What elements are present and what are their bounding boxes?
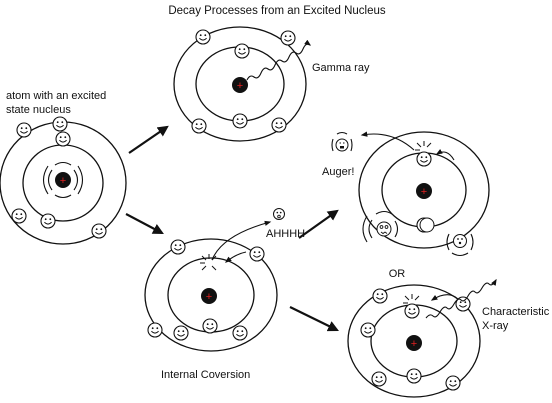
atom-internal-conversion: + <box>144 208 285 352</box>
excited-atom-label-2: state nucleus <box>6 104 71 116</box>
electron-icon <box>202 318 218 334</box>
electron-icon <box>445 375 461 391</box>
nucleus <box>232 77 248 93</box>
outer-orbit <box>173 26 307 142</box>
nucleus <box>55 172 71 188</box>
electron-icon <box>173 325 189 341</box>
ejected-electron-path <box>211 220 272 261</box>
or-label: OR <box>389 268 406 280</box>
diagram-title: Decay Processes from an Excited Nucleus <box>168 5 386 17</box>
nucleus-plus: + <box>411 338 417 350</box>
xray-label-2: X-ray <box>482 320 509 332</box>
wavy-arrow-icon <box>425 278 497 319</box>
electron-icon <box>16 122 32 138</box>
outer-orbit <box>144 238 278 352</box>
wavy-arrow-icon <box>246 39 312 81</box>
outer-orbit <box>358 131 490 249</box>
electron-icon <box>11 208 27 224</box>
internal-conversion-label: Internal Coversion <box>161 369 250 381</box>
nucleus <box>416 183 432 199</box>
electron-drop-arrow <box>435 149 455 161</box>
auger-electron-icon <box>331 131 353 152</box>
atom-excited: + <box>0 116 127 245</box>
electron-icon <box>234 43 250 59</box>
nucleus <box>201 288 217 304</box>
nucleus <box>406 335 422 351</box>
electron-icon <box>249 246 265 262</box>
arrow-to-xray <box>289 306 339 332</box>
auger-ejection-arrow <box>360 131 415 151</box>
atom-gamma: + <box>173 26 312 142</box>
frightened-electron-icon <box>362 210 399 243</box>
electron-icon <box>404 303 420 319</box>
electron-icon <box>371 371 387 387</box>
nucleus-plus: + <box>60 175 66 187</box>
electron-icon <box>40 213 56 229</box>
electron-icon <box>191 118 207 134</box>
ahhhh-label: AHHHH <box>266 228 305 240</box>
neutral-electron-icon <box>419 217 435 233</box>
electron-icon <box>195 29 211 45</box>
electron-icon <box>271 117 287 133</box>
arrow-to-gamma <box>128 125 169 154</box>
arrow-to-internal-conversion <box>125 213 164 235</box>
electron-icon <box>91 223 107 239</box>
electron-icon <box>360 322 376 338</box>
electron-icon <box>52 116 68 132</box>
outer-orbit <box>347 284 481 398</box>
nucleus-plus: + <box>206 291 212 303</box>
excited-atom-label-1: atom with an excited <box>6 90 106 102</box>
arrow-to-auger <box>298 209 339 239</box>
electron-drop-arrow <box>224 251 247 263</box>
nucleus-plus: + <box>237 80 243 92</box>
ejected-electron-icon <box>273 208 285 220</box>
gamma-ray-label: Gamma ray <box>312 62 370 74</box>
electron-icon <box>416 151 432 167</box>
electron-icon <box>55 131 71 147</box>
electron-icon <box>147 322 163 338</box>
electron-icon <box>232 113 248 129</box>
electron-icon <box>406 368 422 384</box>
electron-icon <box>170 239 186 255</box>
electron-icon <box>372 288 388 304</box>
vibrating-electron-icon <box>446 233 474 257</box>
electron-drop-arrow <box>430 294 459 301</box>
atom-xray: + <box>347 278 497 398</box>
electron-icon <box>280 30 296 46</box>
nucleus-plus: + <box>421 186 427 198</box>
auger-label: Auger! <box>322 166 354 178</box>
electron-icon <box>232 325 248 341</box>
atom-auger: + <box>331 131 490 257</box>
xray-label-1: Characteristic <box>482 306 550 318</box>
vibration-lines-icon <box>42 161 84 199</box>
